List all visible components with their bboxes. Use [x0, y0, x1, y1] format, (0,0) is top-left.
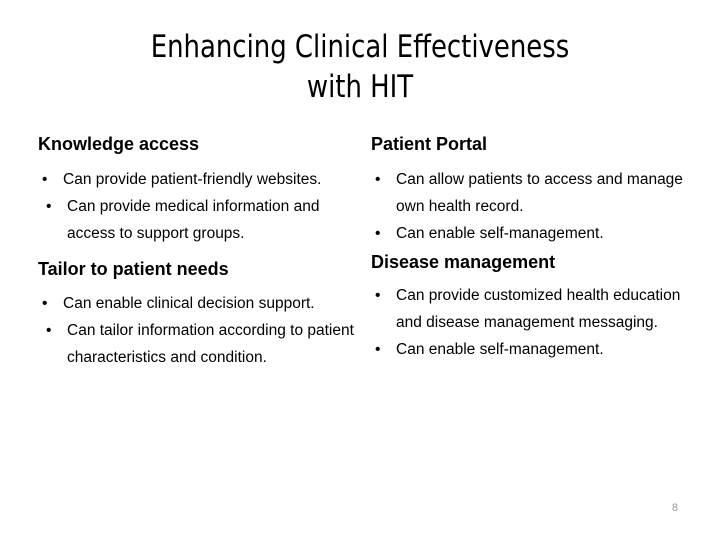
list-item: • Can enable self-management. — [371, 336, 701, 363]
list-item: • Can enable self-management. — [371, 220, 701, 247]
heading-tailor-to-patient-needs: Tailor to patient needs — [38, 259, 229, 279]
list-item-text: Can allow patients to access and manage … — [396, 171, 683, 215]
content-columns: Knowledge access • Can provide patient-f… — [0, 128, 720, 488]
bullet-list-knowledge-access: • Can provide patient-friendly websites.… — [38, 166, 368, 247]
list-item-text: Can provide patient-friendly websites. — [63, 171, 322, 188]
bullet-icon: • — [42, 295, 48, 312]
list-item: • Can tailor information according to pa… — [38, 317, 368, 371]
list-item-text: Can enable self-management. — [396, 225, 604, 242]
heading-disease-management: Disease management — [371, 252, 556, 272]
bullet-icon: • — [46, 322, 52, 339]
bullet-list-disease-management: • Can provide customized health educatio… — [371, 282, 701, 363]
bullet-icon: • — [42, 171, 48, 188]
list-item-text: Can provide customized health education … — [396, 287, 681, 331]
list-item: • Can enable clinical decision support. — [38, 290, 368, 317]
bullet-icon: • — [46, 198, 52, 215]
list-item-text: Can enable clinical decision support. — [63, 295, 315, 312]
list-item-text: Can tailor information according to pati… — [67, 322, 354, 366]
list-item: • Can provide patient-friendly websites. — [38, 166, 368, 193]
heading-patient-portal: Patient Portal — [371, 134, 488, 154]
list-item-text: Can enable self-management. — [396, 341, 604, 358]
heading-knowledge-access: Knowledge access — [38, 134, 200, 154]
list-item: • Can provide medical information and ac… — [38, 193, 368, 247]
bullet-list-patient-portal: • Can allow patients to access and manag… — [371, 166, 701, 247]
bullet-icon: • — [375, 341, 381, 358]
bullet-list-tailor-to-patient-needs: • Can enable clinical decision support. … — [38, 290, 368, 371]
bullet-icon: • — [375, 225, 381, 242]
list-item: • Can provide customized health educatio… — [371, 282, 701, 336]
page-number: 8 — [671, 502, 678, 514]
list-item: • Can allow patients to access and manag… — [371, 166, 701, 220]
bullet-icon: • — [375, 171, 381, 188]
right-column: Patient Portal • Can allow patients to a… — [371, 128, 701, 363]
bullet-icon: • — [375, 287, 381, 304]
left-column: Knowledge access • Can provide patient-f… — [38, 128, 368, 371]
list-item-text: Can provide medical information and acce… — [67, 198, 320, 242]
slide-title: Enhancing Clinical Effectiveness with HI… — [150, 29, 570, 105]
